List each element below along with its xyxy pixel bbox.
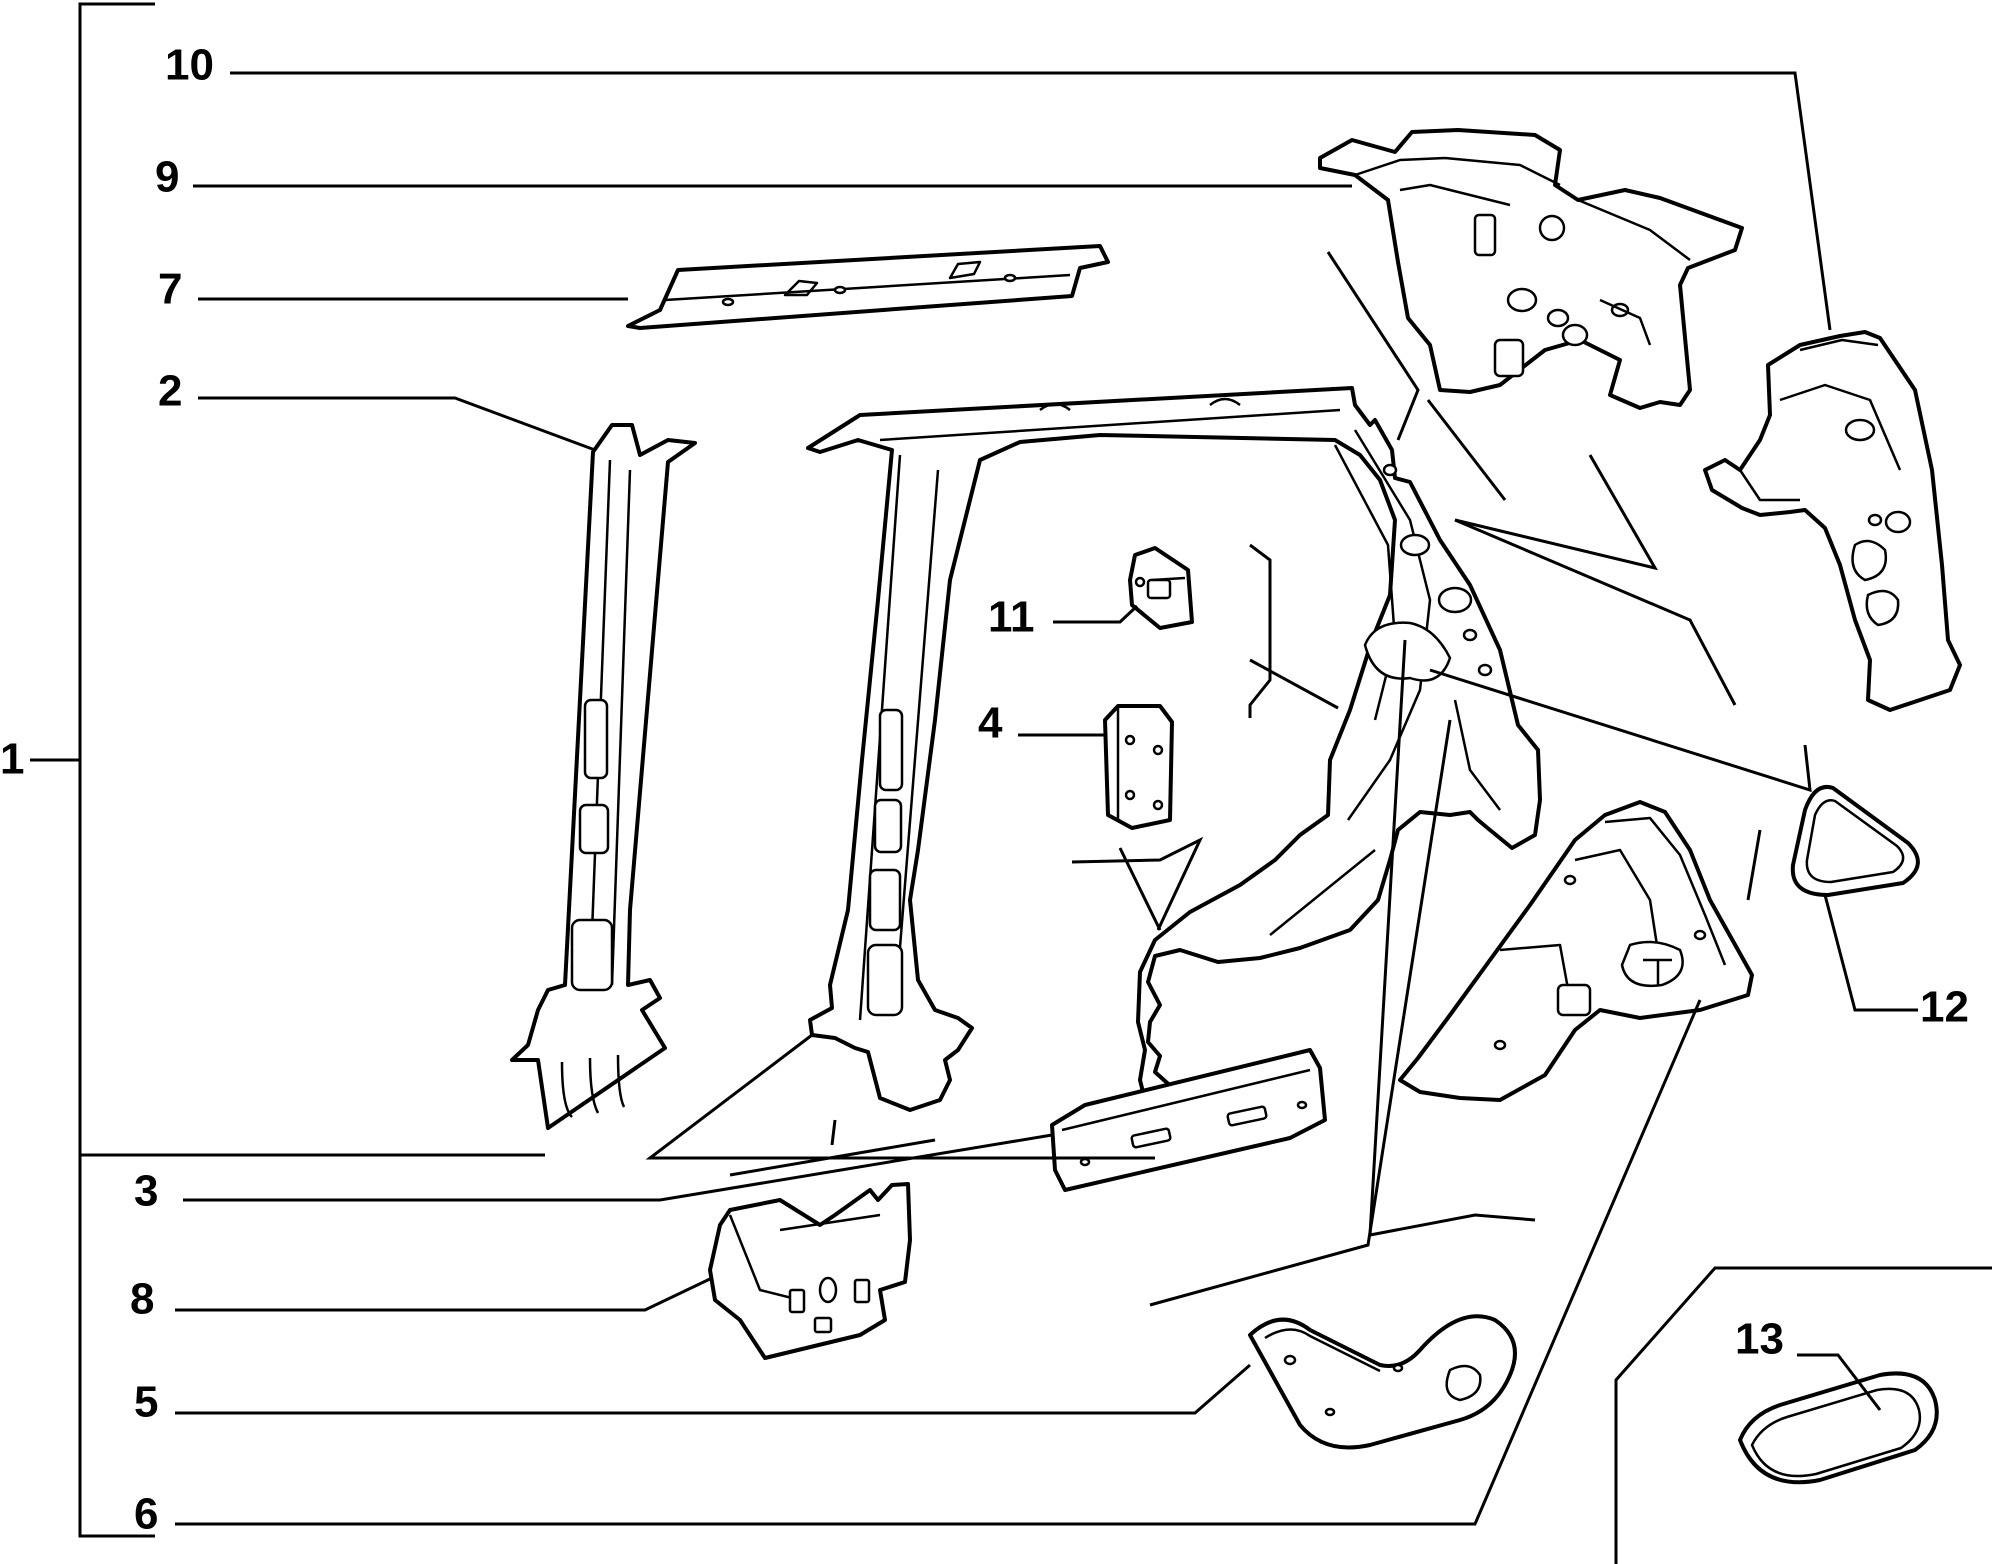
- part-4-reinforcement-plate[interactable]: [1103, 704, 1174, 830]
- part-7-roof-rail[interactable]: [626, 244, 1110, 330]
- callout-10: 10: [165, 41, 214, 90]
- part-3-side-frame[interactable]: [806, 386, 1542, 1154]
- callout-6: 6: [134, 1490, 158, 1539]
- part-12-triangular-cover[interactable]: [1790, 785, 1920, 897]
- callout-9: 9: [155, 153, 179, 202]
- assembly-indicator-lines: [729, 251, 1812, 1307]
- callout-4: 4: [978, 699, 1003, 748]
- part-13-oval-plug[interactable]: [1738, 1371, 1939, 1485]
- callout-11: 11: [988, 593, 1035, 642]
- part-5-tie-bracket[interactable]: [1248, 1314, 1517, 1450]
- part-11-small-bracket[interactable]: [1128, 546, 1194, 630]
- callout-13: 13: [1735, 1315, 1784, 1364]
- callout-3: 3: [134, 1167, 158, 1216]
- callout-5: 5: [134, 1378, 158, 1427]
- callout-2: 2: [158, 367, 182, 416]
- callout-12: 12: [1920, 983, 1969, 1032]
- part-9-inner-wheelhouse[interactable]: [1318, 128, 1744, 410]
- callout-labels: 1 2 3 4 5 6 7 8 9 10 11 12 13: [0, 41, 1969, 1539]
- callout-1: 1: [0, 735, 24, 784]
- callout-8: 8: [130, 1275, 154, 1324]
- callout-leaders: [175, 71, 1918, 1526]
- part-6-wheel-arch-panel[interactable]: [1398, 800, 1754, 1102]
- part-3-sill-reinforcement[interactable]: [1050, 1048, 1327, 1192]
- callout-7: 7: [158, 265, 182, 314]
- part-2-b-pillar[interactable]: [510, 423, 697, 1130]
- part-8-lower-bracket[interactable]: [708, 1182, 912, 1360]
- accessory-bracket: [1614, 1266, 1992, 1564]
- assembly-bracket: [30, 2, 545, 1538]
- part-10-rear-quarter-panel[interactable]: [1703, 330, 1962, 712]
